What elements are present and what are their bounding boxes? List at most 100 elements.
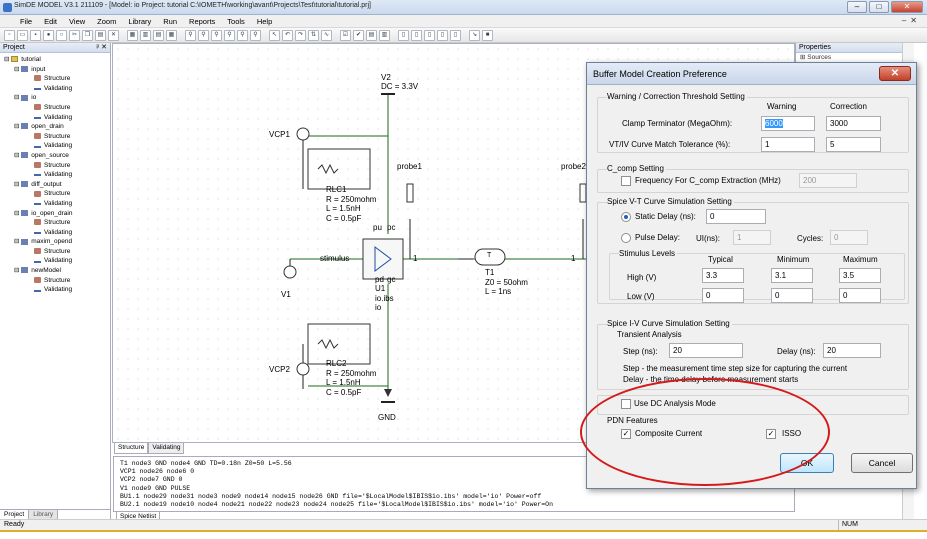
tree-structure[interactable]: Structure — [4, 218, 110, 228]
component1-icon[interactable]: ⚲ — [185, 29, 196, 41]
menu-edit[interactable]: Edit — [44, 16, 58, 26]
delete-icon[interactable]: ✕ — [108, 29, 119, 41]
tree-model[interactable]: ⊟ open_source — [14, 151, 69, 159]
rotate-right-icon[interactable]: ↷ — [295, 29, 306, 41]
tree-validating[interactable]: Validating — [4, 228, 110, 238]
static-delay-radio[interactable] — [621, 212, 631, 222]
ccomp-freq-input[interactable]: 200 — [799, 173, 857, 188]
component2-icon[interactable]: ⚲ — [198, 29, 209, 41]
component4-icon[interactable]: ⚲ — [224, 29, 235, 41]
new-icon[interactable]: ▫ — [4, 29, 15, 41]
cancel-button[interactable]: Cancel — [851, 453, 913, 473]
tree-structure[interactable]: Structure — [4, 74, 110, 84]
tab-project[interactable]: Project — [0, 510, 30, 519]
doc4-icon[interactable]: ▯ — [437, 29, 448, 41]
tab-structure[interactable]: Structure — [114, 443, 149, 454]
report-icon[interactable]: ▤ — [366, 29, 377, 41]
layout4-icon[interactable]: ▦ — [166, 29, 177, 41]
clamp-correction-input[interactable]: 3000 — [826, 116, 881, 131]
tree-model[interactable]: ⊟ io — [14, 94, 37, 102]
tree-root[interactable]: ⊟ tutorial — [4, 56, 41, 63]
mdi-window-controls[interactable]: –✕ — [901, 16, 921, 25]
run-icon[interactable]: ↘ — [469, 29, 480, 41]
cut-icon[interactable]: ✂ — [69, 29, 80, 41]
tree-validating[interactable]: Validating — [4, 285, 110, 295]
tree-validating[interactable]: Validating — [4, 141, 110, 151]
delay-input[interactable]: 20 — [823, 343, 881, 358]
tree-structure[interactable]: Structure — [4, 189, 110, 199]
minimize-button[interactable]: – — [847, 1, 867, 13]
menu-library[interactable]: Library — [128, 16, 152, 26]
validate-icon[interactable]: ✔ — [353, 29, 364, 41]
doc5-icon[interactable]: ▯ — [450, 29, 461, 41]
paste-icon[interactable]: ▤ — [95, 29, 106, 41]
menu-file[interactable]: File — [20, 16, 33, 26]
menu-view[interactable]: View — [69, 16, 86, 26]
maximize-button[interactable]: □ — [869, 1, 889, 13]
check-icon[interactable]: ☑ — [340, 29, 351, 41]
high-minimum-input[interactable]: 3.1 — [771, 268, 813, 283]
tree-structure[interactable]: Structure — [4, 161, 110, 171]
doc1-icon[interactable]: ▯ — [398, 29, 409, 41]
tree-model[interactable]: ⊟ open_drain — [14, 123, 64, 131]
panel-close-icon[interactable]: ᵖ ✕ — [96, 44, 107, 51]
properties-item[interactable]: ⊞ Sources — [800, 54, 832, 61]
ccomp-checkbox[interactable] — [621, 176, 631, 186]
wire-icon[interactable]: ∿ — [321, 29, 332, 41]
rotate-left-icon[interactable]: ↶ — [282, 29, 293, 41]
settings-icon[interactable]: ○ — [56, 29, 67, 41]
component6-icon[interactable]: ⚲ — [250, 29, 261, 41]
pulse-delay-radio[interactable] — [621, 233, 631, 243]
tree-validating[interactable]: Validating — [4, 113, 110, 123]
copy-icon[interactable]: ❐ — [82, 29, 93, 41]
tab-library[interactable]: Library — [29, 510, 59, 519]
tree-model[interactable]: ⊟ io_open_drain — [14, 209, 73, 217]
static-delay-input[interactable]: 0 — [706, 209, 766, 224]
tree-structure[interactable]: Structure — [4, 276, 110, 286]
tree-model[interactable]: ⊟ diff_output — [14, 180, 62, 188]
layout3-icon[interactable]: ▤ — [153, 29, 164, 41]
tree-model[interactable]: ⊟ newModel — [14, 267, 61, 275]
flip-icon[interactable]: ⇅ — [308, 29, 319, 41]
tree-validating[interactable]: Validating — [4, 256, 110, 266]
low-minimum-input[interactable]: 0 — [771, 288, 813, 303]
tree-model[interactable]: ⊟ maxim_opend — [14, 238, 73, 246]
cycles-input[interactable]: 0 — [830, 230, 868, 245]
high-maximum-input[interactable]: 3.5 — [839, 268, 881, 283]
tree-validating[interactable]: Validating — [4, 84, 110, 94]
layout1-icon[interactable]: ▦ — [127, 29, 138, 41]
chart-icon[interactable]: ▥ — [379, 29, 390, 41]
tree-validating[interactable]: Validating — [4, 170, 110, 180]
tree-validating[interactable]: Validating — [4, 199, 110, 209]
pointer-icon[interactable]: ↖ — [269, 29, 280, 41]
doc2-icon[interactable]: ▯ — [411, 29, 422, 41]
step-input[interactable]: 20 — [669, 343, 743, 358]
stop-icon[interactable]: ■ — [482, 29, 493, 41]
menu-zoom[interactable]: Zoom — [97, 16, 117, 26]
menu-reports[interactable]: Reports — [189, 16, 216, 26]
tree-structure[interactable]: Structure — [4, 247, 110, 257]
vt-correction-input[interactable]: 5 — [826, 137, 881, 152]
vt-warning-input[interactable]: 1 — [761, 137, 815, 152]
component3-icon[interactable]: ⚲ — [211, 29, 222, 41]
clamp-warning-input[interactable]: 6000 — [761, 116, 815, 131]
menu-help[interactable]: Help — [256, 16, 273, 26]
ui-input[interactable]: 1 — [733, 230, 771, 245]
high-typical-input[interactable]: 3.3 — [702, 268, 744, 283]
open-icon[interactable]: ▭ — [17, 29, 28, 41]
doc3-icon[interactable]: ▯ — [424, 29, 435, 41]
low-typical-input[interactable]: 0 — [702, 288, 744, 303]
circle-icon[interactable]: ● — [43, 29, 54, 41]
layout2-icon[interactable]: ▥ — [140, 29, 151, 41]
tree-structure[interactable]: Structure — [4, 103, 110, 113]
tree-structure[interactable]: Structure — [4, 132, 110, 142]
save-icon[interactable]: ▪ — [30, 29, 41, 41]
menu-tools[interactable]: Tools — [227, 16, 245, 26]
tab-validating[interactable]: Validating — [148, 443, 185, 454]
dialog-close-button[interactable]: ✕ — [879, 66, 911, 81]
tree-model[interactable]: ⊟ input — [14, 65, 46, 73]
menu-run[interactable]: Run — [163, 16, 178, 26]
close-button[interactable]: ✕ — [891, 1, 923, 13]
low-maximum-input[interactable]: 0 — [839, 288, 881, 303]
component5-icon[interactable]: ⚲ — [237, 29, 248, 41]
